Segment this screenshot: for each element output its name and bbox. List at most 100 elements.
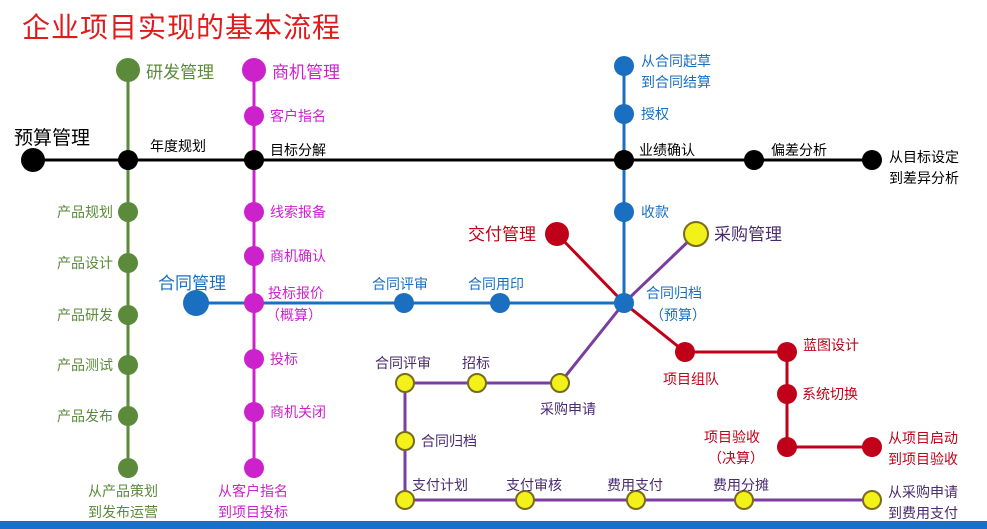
rnd-range-end: 到发布运营 <box>88 505 158 521</box>
rnd-range-start: 从产品策划 <box>88 483 158 500</box>
close-label: 商机关闭 <box>270 405 326 421</box>
pay-node <box>626 490 646 510</box>
contract-start-node <box>183 290 209 316</box>
budget-range-start: 从目标设定 <box>889 150 959 166</box>
procurement-range-end: 到费用支付 <box>888 506 958 522</box>
contract-archive-sub-label: （预算） <box>650 308 706 324</box>
rnd-node-label: 产品测试 <box>57 358 113 374</box>
annual-plan-label: 年度规划 <box>150 139 206 155</box>
proc-review-node <box>395 373 415 393</box>
rnd-end-node <box>118 458 138 478</box>
tender-label: 招标 <box>462 356 490 372</box>
allocate-node <box>734 490 754 510</box>
contract-seal-node <box>490 293 510 313</box>
switch-node <box>777 384 797 404</box>
customer-label: 客户指名 <box>270 108 326 125</box>
opportunity-line-label: 商机管理 <box>272 63 340 83</box>
quote-label: 投标报价 <box>268 286 324 302</box>
opportunity-range-start: 从客户指名 <box>218 483 288 500</box>
target-decomp-node <box>244 150 264 170</box>
rnd-node-label: 产品研发 <box>57 308 113 324</box>
labels: 预算管理 年度规划 目标分解 业绩确认 偏差分析 从目标设定 到差异分析 研发管… <box>14 54 959 522</box>
target-decomp-label: 目标分解 <box>270 143 326 159</box>
delivery-line-label: 交付管理 <box>468 225 536 245</box>
accept-label: 项目验收 <box>704 430 760 446</box>
team-label: 项目组队 <box>663 372 719 388</box>
delivery-start-node <box>545 222 569 246</box>
procurement-end-node <box>862 490 882 510</box>
opportunity-end-node <box>244 458 264 478</box>
delivery-range-end: 到项目验收 <box>888 452 958 468</box>
contract-review-node <box>394 293 414 313</box>
contract-top-node <box>614 56 634 76</box>
audit-label: 支付审核 <box>506 478 562 494</box>
rnd-node-label: 产品规划 <box>57 205 113 221</box>
switch-label: 系统切换 <box>802 386 858 403</box>
proc-archive-label: 合同归档 <box>421 433 477 450</box>
blueprint-node <box>777 342 797 362</box>
delivery-range-start: 从项目启动 <box>888 431 958 447</box>
rnd-line-label: 研发管理 <box>146 63 214 83</box>
stations <box>21 56 882 510</box>
perf-confirm-label: 业绩确认 <box>639 143 695 159</box>
leads-node <box>244 202 264 222</box>
leads-label: 线索报备 <box>270 204 326 221</box>
contract-range-start: 从合同起草 <box>641 54 711 70</box>
rnd-node-label: 产品设计 <box>57 256 113 272</box>
audit-node <box>515 490 535 510</box>
variance-node <box>744 150 764 170</box>
rnd-start-node <box>116 58 140 82</box>
plan-node <box>395 490 415 510</box>
rnd-node <box>118 202 138 222</box>
variance-label: 偏差分析 <box>771 143 827 159</box>
rnd-node <box>118 253 138 273</box>
opportunity-range-end: 到项目投标 <box>218 505 288 521</box>
quote-sub-label: （概算） <box>266 308 322 324</box>
procurement-start-node <box>683 221 709 247</box>
rnd-node-label: 产品发布 <box>57 409 113 425</box>
bid-node <box>244 349 264 369</box>
contract-archive-node <box>614 293 634 313</box>
budget-start-node <box>21 148 45 172</box>
contract-seal-label: 合同用印 <box>468 277 524 293</box>
collect-label: 收款 <box>641 205 669 221</box>
collect-node <box>614 202 634 222</box>
confirm-node <box>244 246 264 266</box>
procurement-range-start: 从采购申请 <box>888 485 958 501</box>
rnd-node <box>118 355 138 375</box>
budget-range-end: 到差异分析 <box>889 171 959 187</box>
team-node <box>675 342 695 362</box>
proc-archive-node <box>395 431 415 451</box>
authorize-label: 授权 <box>641 107 669 123</box>
contract-archive-label: 合同归档 <box>646 285 702 302</box>
contract-line-label: 合同管理 <box>158 274 226 294</box>
budget-end-node <box>862 150 882 170</box>
bid-label: 投标 <box>270 352 298 368</box>
rnd-node <box>118 406 138 426</box>
annual-plan-node <box>118 150 138 170</box>
perf-confirm-node <box>614 150 634 170</box>
request-node <box>550 373 570 393</box>
opportunity-start-node <box>242 58 266 82</box>
budget-line-label: 预算管理 <box>14 127 90 149</box>
quote-node <box>244 293 264 313</box>
tender-node <box>467 373 487 393</box>
delivery-end-node <box>862 437 882 457</box>
proc-review-label: 合同评审 <box>375 356 431 372</box>
diagram-title: 企业项目实现的基本流程 <box>22 11 342 44</box>
plan-label: 支付计划 <box>412 478 468 494</box>
bottom-accent-bar <box>0 521 987 529</box>
pay-label: 费用支付 <box>607 478 663 494</box>
blueprint-label: 蓝图设计 <box>803 338 859 354</box>
authorize-node <box>614 104 634 124</box>
request-label: 采购申请 <box>540 402 596 418</box>
confirm-label: 商机确认 <box>270 249 326 265</box>
allocate-label: 费用分摊 <box>713 478 769 494</box>
customer-node <box>244 106 264 126</box>
contract-review-label: 合同评审 <box>372 277 428 293</box>
accept-sub-label: （决算） <box>708 451 764 467</box>
accept-node <box>777 437 797 457</box>
delivery-line <box>555 232 872 449</box>
rnd-node <box>118 305 138 325</box>
